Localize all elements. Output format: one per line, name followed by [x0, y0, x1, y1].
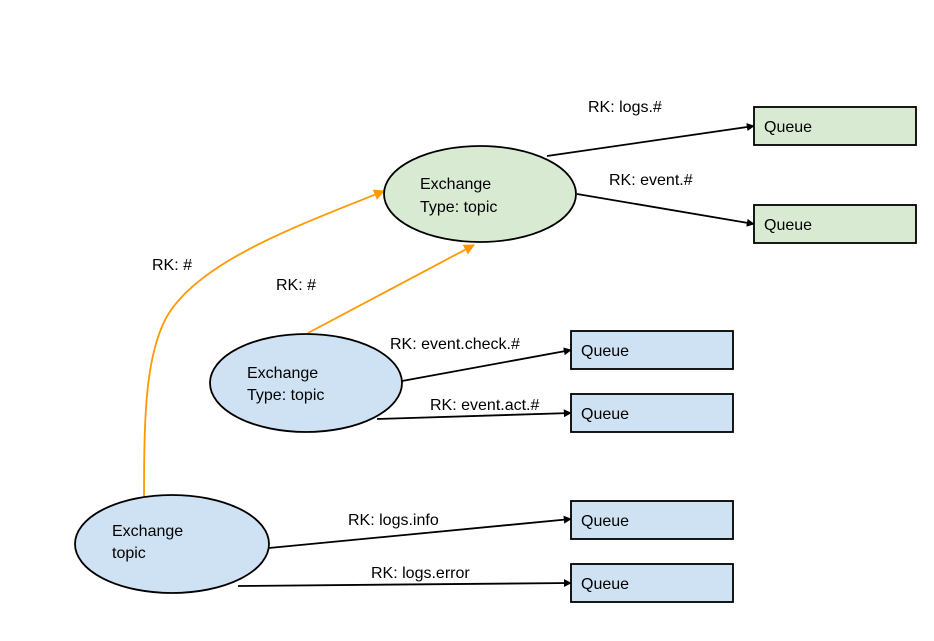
rk-label-bottom-to-top: RK: #	[152, 257, 192, 274]
exchange-middle-line2: Type: topic	[247, 387, 324, 404]
queue-4-label: Queue	[581, 406, 629, 423]
queue-6-label: Queue	[581, 576, 629, 593]
exchange-top-line2: Type: topic	[420, 199, 497, 216]
exchange-top[interactable]: Exchange Type: topic	[383, 145, 577, 243]
rk-label-bottom-to-q5: RK: logs.info	[348, 512, 439, 529]
rk-label-bottom-to-q6: RK: logs.error	[371, 565, 470, 582]
queue-2-label: Queue	[764, 217, 812, 234]
route-edge-middle-to-q4	[376, 409, 572, 420]
binding-edge-bottom-to-top	[143, 189, 386, 504]
queue-2[interactable]: Queue	[753, 204, 917, 244]
exchange-bottom-line1: Exchange	[112, 523, 183, 540]
queue-6[interactable]: Queue	[570, 563, 734, 603]
exchange-top-line1: Exchange	[420, 176, 491, 193]
rk-label-middle-to-q4: RK: event.act.#	[430, 397, 539, 414]
route-edge-top-to-q2	[576, 193, 755, 227]
rk-label-top-to-q2: RK: event.#	[609, 172, 693, 189]
exchange-middle-line1: Exchange	[247, 365, 318, 382]
queue-3[interactable]: Queue	[570, 330, 734, 370]
rk-label-middle-to-q3: RK: event.check.#	[390, 336, 520, 353]
queue-1[interactable]: Queue	[753, 106, 917, 146]
route-edge-bottom-to-q5	[268, 515, 572, 549]
route-edge-top-to-q1	[546, 123, 755, 157]
queue-4[interactable]: Queue	[570, 393, 734, 433]
exchange-middle[interactable]: Exchange Type: topic	[209, 333, 403, 433]
exchange-bottom-line2: topic	[112, 545, 146, 562]
rk-label-middle-to-top: RK: #	[276, 277, 316, 294]
queue-1-label: Queue	[764, 119, 812, 136]
binding-edge-middle-to-top	[307, 244, 475, 334]
queue-5-label: Queue	[581, 513, 629, 530]
rk-label-top-to-q1: RK: logs.#	[588, 99, 662, 116]
queue-5[interactable]: Queue	[570, 500, 734, 540]
queue-3-label: Queue	[581, 343, 629, 360]
route-edge-bottom-to-q6	[237, 579, 572, 588]
exchange-bottom[interactable]: Exchange topic	[74, 494, 270, 594]
route-edge-middle-to-q3	[401, 347, 572, 382]
